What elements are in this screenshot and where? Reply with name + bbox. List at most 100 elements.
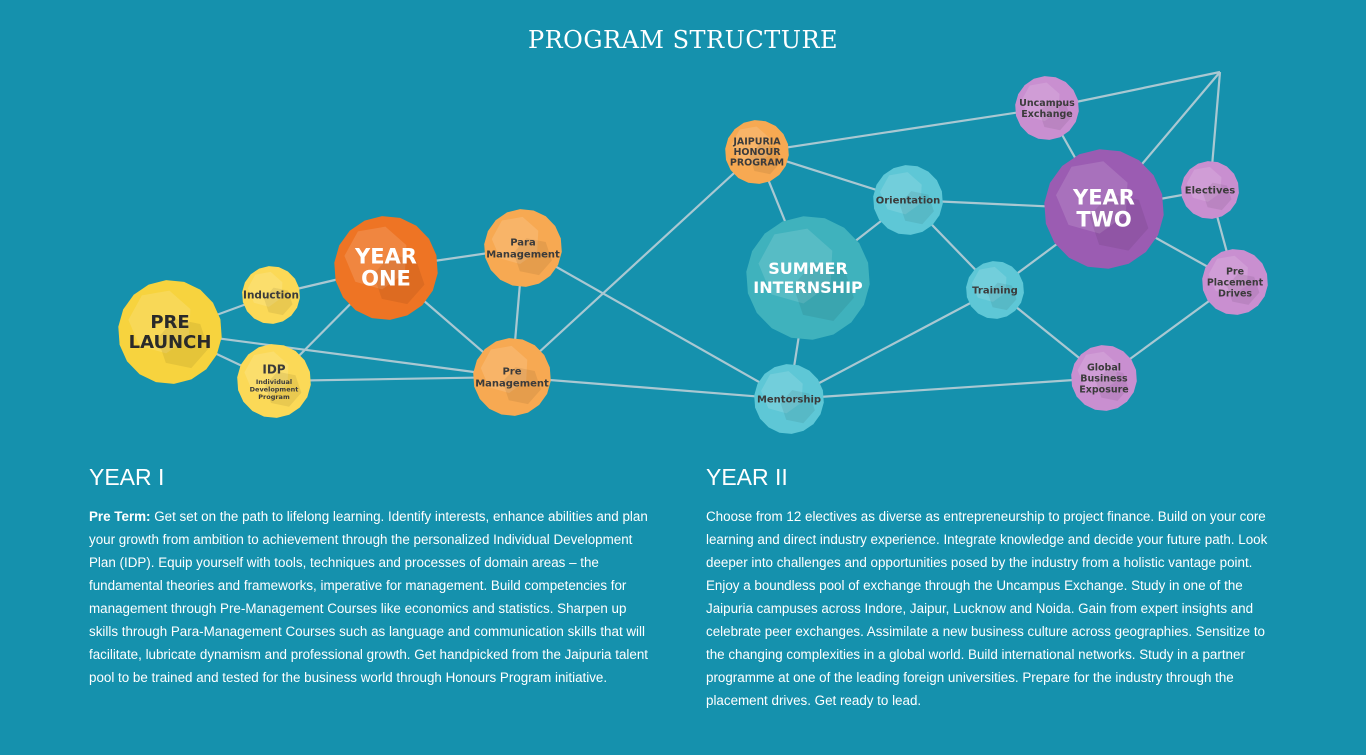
node-facet <box>899 191 934 225</box>
node-shape <box>966 261 1024 319</box>
node-shape <box>1015 76 1079 140</box>
node-label: Business <box>1080 373 1128 384</box>
page-title: PROGRAM STRUCTURE <box>527 26 839 54</box>
connector-pre-management-jaipuria-honour <box>511 151 758 378</box>
node-shape <box>473 338 551 416</box>
node-facet <box>157 318 209 369</box>
node-facet <box>971 266 1007 302</box>
node-electives: Electives <box>1181 161 1239 219</box>
node-facet <box>244 351 289 397</box>
node-label: SUMMER <box>768 259 848 278</box>
node-sublabel: Program <box>258 393 290 401</box>
node-facet <box>1208 255 1248 296</box>
node-shape <box>242 266 300 324</box>
node-label: Para <box>510 238 536 249</box>
connector-mentorship-global-business-exposure <box>788 376 1105 401</box>
node-label: TWO <box>1076 208 1131 232</box>
node-label: JAIPURIA <box>732 137 781 148</box>
node-facet <box>793 262 854 321</box>
node-label: Pre <box>1226 266 1244 277</box>
node-shape <box>1181 161 1239 219</box>
node-label: Drives <box>1218 288 1252 299</box>
connector-mentorship-training <box>788 289 996 400</box>
node-label: Pre <box>502 367 521 378</box>
node-facet <box>749 143 781 175</box>
node-facet <box>373 254 425 305</box>
connector-pre-management-mentorship <box>511 375 790 401</box>
node-facet <box>1077 351 1117 392</box>
node-shape <box>118 280 222 384</box>
node-sublabel: Development <box>250 385 299 393</box>
node-shape <box>237 344 311 418</box>
node-label: Management <box>486 250 560 261</box>
node-label: Global <box>1087 362 1121 373</box>
connector-pre-launch-pre-management <box>169 330 513 379</box>
year-two-heading: YEAR II <box>706 464 788 490</box>
node-facet <box>1186 166 1222 202</box>
node-facet <box>988 282 1017 311</box>
node-facet <box>1089 193 1149 251</box>
node-shape <box>1044 149 1164 269</box>
node-shape <box>1071 345 1137 411</box>
connector-jaipuria-honour-uncampus-exchange <box>756 106 1048 154</box>
node-facet <box>1039 99 1071 131</box>
node-training: Training <box>966 261 1024 319</box>
node-facet <box>761 371 803 414</box>
node-label: LAUNCH <box>129 332 212 353</box>
connector-para-management-mentorship <box>522 247 790 400</box>
node-facet <box>731 126 770 166</box>
year-one-text: Get set on the path to lifelong learning… <box>89 509 648 685</box>
node-facet <box>265 371 302 407</box>
year-two-description: Choose from 12 electives as diverse as e… <box>706 509 1268 708</box>
node-label: Mentorship <box>757 395 821 406</box>
node-facet <box>1096 369 1129 401</box>
node-facet <box>513 238 552 276</box>
node-facet <box>880 172 922 215</box>
node-facet <box>480 345 528 393</box>
node-shape <box>334 216 438 320</box>
node-facet <box>1227 273 1260 305</box>
node-shape <box>1202 249 1268 315</box>
node-mentorship: Mentorship <box>754 364 824 434</box>
node-sublabel: Individual <box>256 378 292 386</box>
node-facet <box>264 287 293 316</box>
node-label: YEAR <box>1072 186 1135 210</box>
year-one-description: Pre Term: Get set on the path to lifelon… <box>89 505 659 689</box>
node-facet <box>491 216 539 264</box>
node-label: Placement <box>1207 277 1264 288</box>
node-label: ONE <box>361 267 411 291</box>
node-label: Induction <box>243 290 299 302</box>
node-facet <box>247 271 283 307</box>
connector-idp-pre-management <box>273 375 513 383</box>
node-label: YEAR <box>354 245 417 269</box>
node-facet <box>780 390 815 424</box>
node-facet <box>1203 182 1232 211</box>
node-label: Electives <box>1185 186 1235 197</box>
node-shape <box>484 209 562 287</box>
node-label: INTERNSHIP <box>753 278 863 297</box>
node-orientation: Orientation <box>873 165 943 235</box>
node-label: PROGRAM <box>730 158 784 169</box>
node-label: PRE <box>150 312 189 333</box>
year-one-heading: YEAR I <box>89 464 165 490</box>
node-shape <box>754 364 824 434</box>
node-facet <box>344 226 407 290</box>
node-label: HONOUR <box>733 147 781 158</box>
node-facet <box>502 367 541 405</box>
node-label: Training <box>972 286 1018 297</box>
node-shape <box>725 120 789 184</box>
node-label: Exchange <box>1021 109 1072 120</box>
node-facet <box>1021 82 1060 122</box>
node-induction: Induction <box>242 266 300 324</box>
node-shape <box>746 216 870 340</box>
